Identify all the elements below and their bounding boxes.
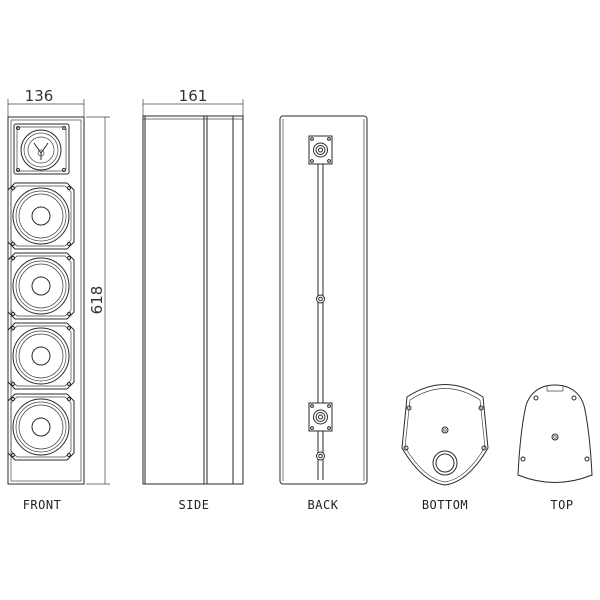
front-height-label: 618 — [88, 286, 106, 315]
back-middle-bolt — [316, 294, 325, 304]
label-bottom: BOTTOM — [422, 498, 468, 512]
woofer-2 — [7, 252, 75, 320]
top-outline — [517, 384, 593, 483]
label-back: BACK — [308, 498, 339, 512]
back-bottom-bolt — [316, 451, 325, 461]
top-view — [517, 384, 593, 483]
side-depth-label: 161 — [179, 87, 208, 105]
front-width-label: 136 — [25, 87, 54, 105]
bottom-view — [401, 384, 489, 486]
front-width-dimension: 136 — [7, 87, 85, 117]
tweeter — [13, 123, 70, 175]
side-cabinet — [142, 115, 244, 485]
label-side: SIDE — [179, 498, 210, 512]
bottom-port — [432, 450, 458, 476]
back-bottom-connector — [308, 402, 333, 432]
side-view: 161 — [142, 87, 244, 485]
front-height-dimension: 618 — [86, 116, 110, 485]
side-depth-dimension: 161 — [142, 87, 244, 116]
woofer-1 — [7, 182, 75, 250]
front-view: 136 618 — [7, 87, 110, 485]
back-cabinet — [279, 115, 368, 485]
woofer-3 — [7, 322, 75, 390]
back-top-connector — [308, 135, 333, 165]
woofer-4 — [7, 393, 75, 461]
back-view — [279, 115, 368, 485]
label-front: FRONT — [23, 498, 62, 512]
label-top: TOP — [550, 498, 573, 512]
bottom-outline — [401, 384, 489, 486]
